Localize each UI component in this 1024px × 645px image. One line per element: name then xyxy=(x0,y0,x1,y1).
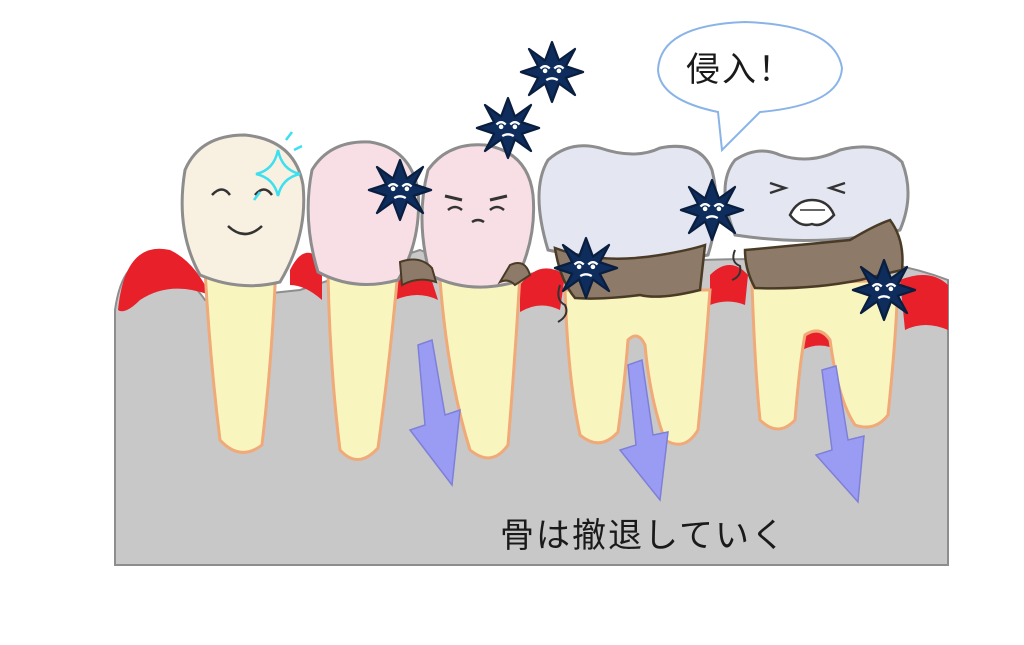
bacteria-icon xyxy=(367,158,433,222)
bacteria-icon xyxy=(519,40,585,104)
bacteria-icon xyxy=(851,258,917,322)
speech-bubble xyxy=(656,20,844,153)
bone-retreat-caption: 骨は撤退していく xyxy=(500,516,787,556)
sparkle-icon xyxy=(253,131,303,201)
speech-bubble-text: 侵入！ xyxy=(686,50,794,90)
swirl-marks xyxy=(557,249,742,323)
bacteria-icon xyxy=(553,236,619,300)
bone-loss-arrows xyxy=(408,338,865,504)
down-arrow-icon xyxy=(618,358,669,502)
bacteria-icon xyxy=(679,178,745,242)
down-arrow-icon xyxy=(814,365,865,504)
bacteria-icon xyxy=(475,96,541,160)
tooth-healthy xyxy=(180,131,306,454)
down-arrow-icon xyxy=(408,338,461,487)
